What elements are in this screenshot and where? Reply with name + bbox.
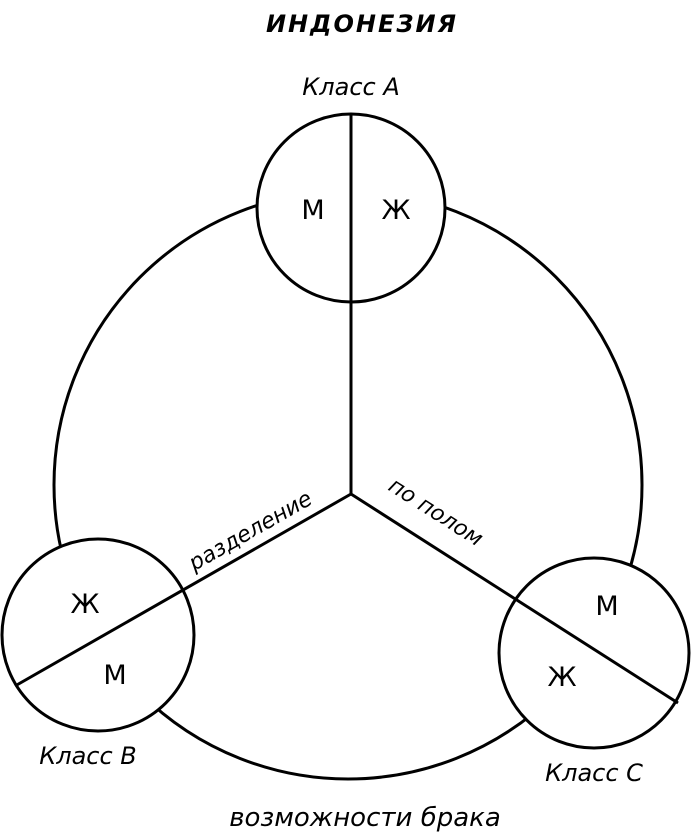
division-line-c (350, 492, 679, 705)
division-label-left: разделение (184, 486, 317, 576)
class-c-top-letter: М (595, 591, 618, 622)
diagram-title: ИНДОНЕЗИЯ (266, 10, 458, 38)
class-b-top-letter: Ж (70, 589, 99, 620)
class-a-left-letter: М (301, 195, 324, 226)
division-label-right: по полом (384, 473, 487, 552)
division-line-b (14, 492, 352, 688)
marriage-label: возможности брака (229, 803, 501, 833)
class-c-bottom-letter: Ж (547, 662, 576, 693)
class-b-label: Класс В (39, 742, 137, 770)
class-c-circle (497, 556, 691, 750)
class-a-label: Класс А (302, 73, 400, 101)
class-a-right-letter: Ж (381, 195, 410, 226)
class-c-label: Класс С (545, 759, 643, 787)
class-b-circle (0, 537, 196, 733)
class-b-bottom-letter: М (103, 660, 126, 691)
